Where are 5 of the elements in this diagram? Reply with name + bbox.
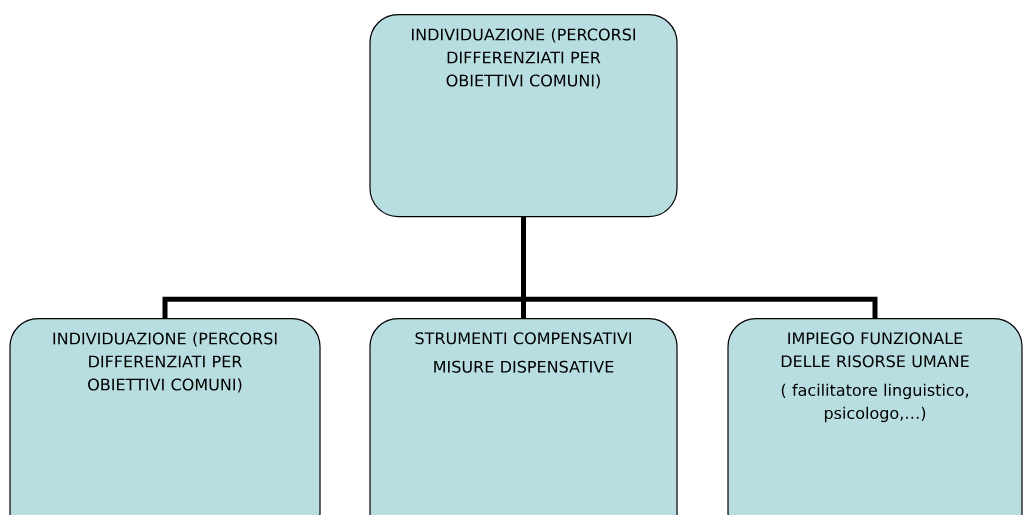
process-box: INDIVIDUAZIONE (PERCORSI DIFFERENZIATI PER OBIETTIVI COMUNI)	[9, 318, 321, 515]
process-box: STRUMENTI COMPENSATIVI MISURE DISPENSATIVE	[369, 318, 678, 515]
process-box: INDIVIDUAZIONE (PERCORSI DIFFERENZIATI PER OBIETTIVI COMUNI)	[369, 14, 678, 218]
process-box: IMPIEGO FUNZIONALE DELLE RISORSE UMANE ( facilitatore linguistico, psicologo,…)	[727, 318, 1023, 515]
connector-line	[521, 217, 878, 318]
